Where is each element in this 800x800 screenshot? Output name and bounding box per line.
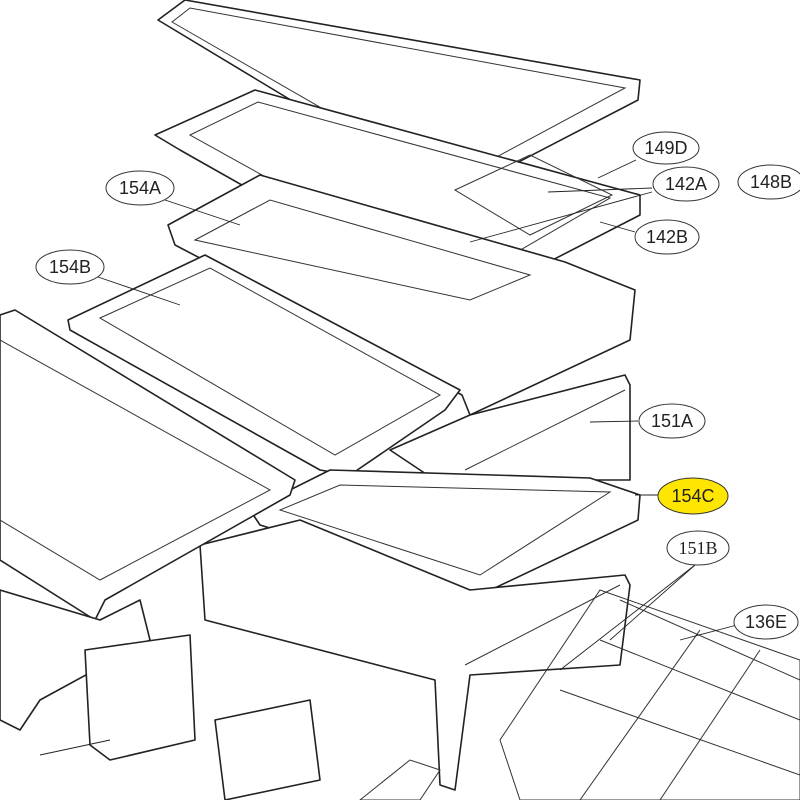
callout-151A[interactable]: 151A: [638, 403, 706, 439]
callout-label: 142B: [646, 227, 688, 247]
drawer-151B: [199, 519, 631, 791]
callout-label: 154B: [49, 257, 91, 277]
left-shelf-assembly: [0, 309, 321, 800]
callout-154C-highlighted[interactable]: 154C: [657, 477, 729, 515]
callout-label: 136E: [745, 612, 787, 632]
leader-lines: [39, 159, 738, 756]
callout-142B[interactable]: 142B: [634, 219, 700, 255]
callout-label: 151B: [678, 538, 717, 558]
callout-148B[interactable]: 148B: [737, 164, 800, 200]
callout-label: 142A: [665, 174, 707, 194]
callout-label: 151A: [651, 411, 693, 431]
callout-154A[interactable]: 154A: [105, 170, 175, 206]
callout-136E[interactable]: 136E: [733, 604, 799, 640]
callout-149D[interactable]: 149D: [632, 131, 700, 165]
callout-label: 149D: [644, 138, 687, 158]
callout-142A[interactable]: 142A: [652, 166, 720, 202]
callout-154B[interactable]: 154B: [35, 249, 105, 285]
wire-rack-136E: [359, 589, 800, 800]
callout-151B[interactable]: 151B: [666, 530, 730, 566]
callout-label: 148B: [750, 172, 792, 192]
callout-label: 154C: [671, 486, 714, 506]
callout-label: 154A: [119, 178, 161, 198]
shelf-154B: [67, 254, 461, 476]
